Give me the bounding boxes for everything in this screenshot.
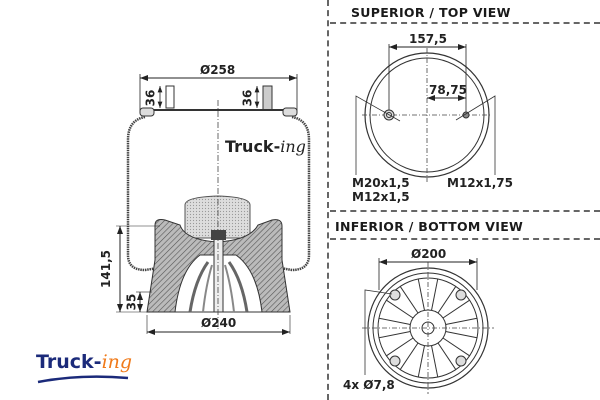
- wheel-spoke: [399, 342, 419, 370]
- stud-spacing-label: 157,5: [409, 32, 447, 46]
- stud-height-left-label: 36: [143, 89, 158, 107]
- horizontal-divider-bottom: [330, 238, 600, 240]
- wheel-spoke: [417, 278, 425, 311]
- watermark-logo-suffix: ing: [280, 137, 306, 156]
- wheel-spoke: [437, 286, 457, 314]
- top-view-drawing: [355, 44, 496, 182]
- bottom-view-title: INFERIOR / BOTTOM VIEW: [335, 219, 524, 234]
- brand-logo-main: Truck-: [36, 351, 102, 373]
- bottom-view-drawing: [362, 258, 494, 394]
- stud-height-right-label: 36: [240, 89, 255, 107]
- wheel-spoke: [378, 331, 411, 339]
- right-thread-label: M12x1,75: [447, 176, 513, 190]
- holes-label: 4x Ø7,8: [343, 378, 395, 392]
- wheel-spoke: [399, 286, 419, 314]
- wheel-spoke: [386, 299, 414, 319]
- wheel-spoke: [431, 345, 439, 378]
- overall-height-label: 141,5: [98, 250, 113, 288]
- wheel-spoke: [442, 299, 470, 319]
- wheel-spoke: [378, 317, 411, 325]
- brand-logo-suffix: ing: [101, 351, 133, 373]
- vertical-divider: [327, 0, 329, 400]
- horizontal-divider-top: [330, 22, 600, 24]
- offset-label: 78,75: [429, 83, 467, 97]
- wheel-spoke: [437, 342, 457, 370]
- wheel-spoke: [445, 331, 478, 339]
- top-diameter-label: Ø258: [200, 63, 236, 77]
- top-view-title: SUPERIOR / TOP VIEW: [351, 5, 511, 20]
- watermark-logo: Truck-ing: [225, 137, 306, 156]
- wheel-spoke: [445, 317, 478, 325]
- brand-logo: Truck-ing: [36, 351, 132, 373]
- bottom-view-diameter-label: Ø200: [411, 247, 447, 261]
- horizontal-divider-middle: [330, 210, 600, 212]
- base-height-label: 35: [124, 293, 139, 311]
- wheel-spoke: [431, 278, 439, 311]
- watermark-logo-main: Truck-: [225, 137, 281, 156]
- bottom-diameter-label: Ø240: [201, 316, 237, 330]
- wheel-spoke: [417, 345, 425, 378]
- left-thread-2-label: M12x1,5: [352, 190, 410, 204]
- left-thread-1-label: M20x1,5: [352, 176, 410, 190]
- wheel-spoke: [386, 337, 414, 357]
- wheel-spoke: [442, 337, 470, 357]
- side-view: [116, 74, 311, 335]
